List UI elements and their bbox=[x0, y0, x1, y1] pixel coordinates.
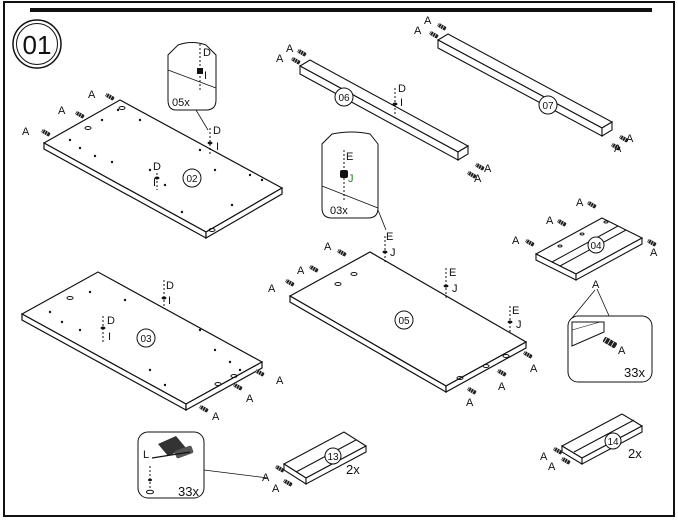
hw-label-a: A bbox=[614, 143, 622, 155]
part-label-07: 07 bbox=[542, 101, 554, 112]
hw-label-d: D bbox=[213, 125, 221, 137]
hw-label-a: A bbox=[286, 43, 294, 55]
hw-label-e: E bbox=[346, 151, 353, 163]
hw-label-j: J bbox=[390, 247, 396, 259]
part-label-03: 03 bbox=[140, 334, 152, 345]
hw-label-a: A bbox=[474, 173, 482, 185]
hw-label-a: A bbox=[592, 279, 600, 291]
hw-label-i: I bbox=[153, 177, 156, 189]
hw-label-e: E bbox=[512, 305, 519, 317]
part-label-02: 02 bbox=[186, 174, 198, 185]
hw-label-e: E bbox=[449, 267, 456, 279]
hw-label-e: E bbox=[386, 231, 393, 243]
hw-label-i: I bbox=[204, 70, 207, 82]
hw-label-a: A bbox=[540, 451, 548, 463]
hw-label-a: A bbox=[212, 411, 220, 423]
hw-label-i: I bbox=[400, 97, 403, 109]
hw-label-j: J bbox=[452, 283, 458, 295]
hw-label-a: A bbox=[414, 25, 422, 37]
hw-label-a: A bbox=[546, 215, 554, 227]
part-04: 04 A A A A A bbox=[512, 197, 658, 319]
hammer-icon bbox=[151, 436, 194, 459]
panel-02: 02 D I A A A D I bbox=[22, 89, 284, 240]
hw-label-a: A bbox=[512, 235, 520, 247]
part-quantity-14: 2x bbox=[628, 446, 642, 461]
rail-06: 06 D I A A A A bbox=[276, 43, 492, 185]
part-label-06: 06 bbox=[338, 93, 350, 104]
hw-label-d: D bbox=[166, 280, 174, 292]
hw-label-a: A bbox=[626, 133, 634, 145]
hw-label-a: A bbox=[424, 15, 432, 27]
rail-07: 07 A A A A bbox=[414, 15, 634, 155]
hw-label-a: A bbox=[276, 375, 284, 387]
callout-quantity-hammer: 33x bbox=[178, 484, 199, 499]
hw-label-d: D bbox=[203, 47, 211, 59]
hw-label-l: L bbox=[143, 449, 149, 461]
callout-e-j: E J 03x bbox=[321, 131, 387, 231]
hw-label-a: A bbox=[268, 283, 276, 295]
callout-d-i: D I 05x bbox=[167, 42, 217, 131]
hw-label-d: D bbox=[107, 315, 115, 327]
panel-03: 03 D I D I A A A bbox=[20, 271, 284, 423]
hw-label-a: A bbox=[618, 345, 626, 357]
part-label-14: 14 bbox=[607, 437, 619, 448]
hw-label-a: A bbox=[246, 393, 254, 405]
hw-label-j: J bbox=[516, 319, 522, 331]
hw-label-a: A bbox=[498, 381, 506, 393]
hw-label-d: D bbox=[153, 161, 161, 173]
hw-label-a: A bbox=[650, 247, 658, 259]
hw-label-a: A bbox=[297, 265, 305, 277]
hw-label-a: A bbox=[576, 197, 584, 209]
part-quantity-13: 2x bbox=[346, 462, 360, 477]
hw-label-a: A bbox=[58, 105, 66, 117]
hw-label-i: I bbox=[168, 295, 171, 307]
hw-label-a: A bbox=[466, 397, 474, 409]
callout-a-dowel: A 33x bbox=[567, 315, 653, 383]
hw-label-a: A bbox=[484, 163, 492, 175]
hw-label-a: A bbox=[272, 483, 280, 495]
hw-label-a: A bbox=[88, 89, 96, 101]
part-label-05: 05 bbox=[398, 316, 410, 327]
hw-label-i: I bbox=[108, 331, 111, 343]
hw-label-d: D bbox=[398, 83, 406, 95]
panel-05: 05 E J E J E J A A A A A A bbox=[268, 231, 538, 409]
part-14: 14 2x A A bbox=[540, 413, 644, 473]
hw-label-a: A bbox=[276, 53, 284, 65]
step-number-badge: 01 bbox=[12, 19, 62, 69]
outer-frame bbox=[3, 1, 675, 517]
hw-label-i: I bbox=[216, 141, 219, 153]
part-label-13: 13 bbox=[327, 452, 339, 463]
callout-hammer: L 33x bbox=[137, 431, 269, 499]
callout-quantity-di: 05x bbox=[172, 97, 190, 109]
hw-label-a: A bbox=[324, 241, 332, 253]
callout-quantity-ej: 03x bbox=[330, 205, 348, 217]
callout-quantity-a: 33x bbox=[624, 365, 645, 380]
hw-label-a: A bbox=[530, 363, 538, 375]
step-number: 01 bbox=[23, 30, 52, 60]
part-label-04: 04 bbox=[590, 241, 602, 252]
hw-label-a: A bbox=[548, 461, 556, 473]
hw-label-a: A bbox=[22, 126, 30, 138]
hw-label-j: J bbox=[348, 173, 354, 185]
part-13: 13 2x A A bbox=[262, 431, 368, 495]
